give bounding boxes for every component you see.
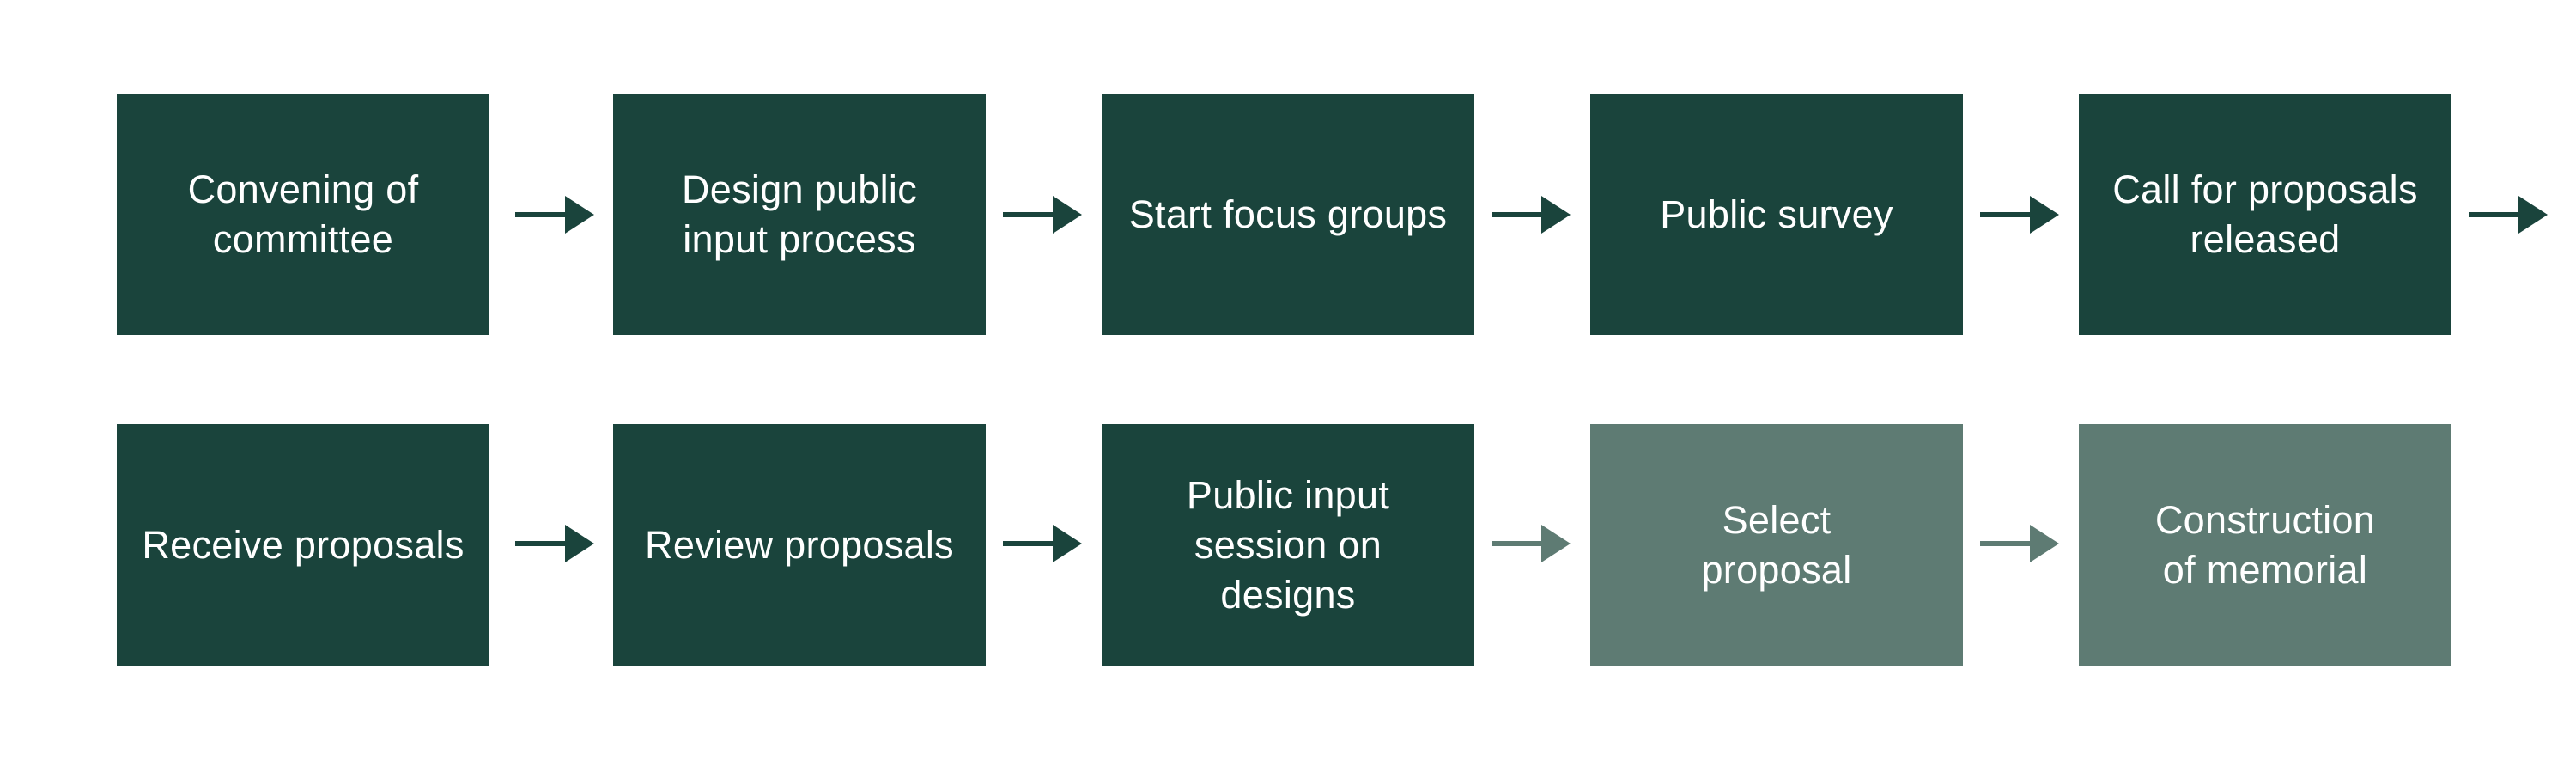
arrow-right-icon [1492, 196, 1571, 234]
arrow-shape [2469, 196, 2548, 234]
arrow-right-icon [1980, 196, 2059, 234]
step-label: Receive proposals [142, 522, 465, 567]
arrow-head [1053, 196, 1082, 234]
arrow-shaft [2469, 212, 2522, 217]
arrow-head [1053, 525, 1082, 562]
arrow-shape [1492, 525, 1571, 562]
arrow-right-icon [1980, 525, 2059, 562]
arrow-shape [1003, 525, 1082, 562]
step-label: Call for proposals released [2112, 167, 2418, 261]
arrow-shaft [1980, 541, 2033, 546]
arrow-shaft [1980, 212, 2033, 217]
step-design-public-input-process: Design public input process [613, 94, 986, 335]
arrow-shape [1003, 196, 1082, 234]
arrow-shaft [1492, 541, 1545, 546]
arrow-head [2518, 196, 2548, 234]
arrow-shape [515, 196, 594, 234]
arrow-right-icon [515, 525, 594, 562]
step-start-focus-groups: Start focus groups [1102, 94, 1474, 335]
arrow-head [2030, 525, 2059, 562]
arrow-right-icon [1492, 525, 1571, 562]
arrow-shaft [515, 212, 568, 217]
arrow-shaft [1492, 212, 1545, 217]
arrow-shaft [515, 541, 568, 546]
arrow-right-icon [515, 196, 594, 234]
step-call-for-proposals-released: Call for proposals released [2079, 94, 2451, 335]
step-label: Design public input process [681, 167, 918, 261]
arrow-shape [1980, 525, 2059, 562]
step-review-proposals: Review proposals [613, 424, 986, 666]
step-convening-of-committee: Convening of committee [117, 94, 489, 335]
arrow-shaft [1003, 541, 1056, 546]
step-label: Start focus groups [1128, 192, 1448, 236]
arrow-head [1541, 525, 1571, 562]
step-construction-of-memorial: Construction of memorial [2079, 424, 2451, 666]
arrow-shaft [1003, 212, 1056, 217]
step-label: Select proposal [1701, 497, 1852, 592]
arrow-head [1541, 196, 1571, 234]
arrow-head [565, 525, 594, 562]
arrow-right-icon [2469, 196, 2548, 234]
arrow-right-icon [1003, 196, 1082, 234]
arrow-right-icon [1003, 525, 1082, 562]
step-label: Public input session on designs [1186, 472, 1390, 617]
step-public-input-session-on-designs: Public input session on designs [1102, 424, 1474, 666]
step-label: Construction of memorial [2154, 497, 2376, 592]
arrow-head [565, 196, 594, 234]
step-select-proposal: Select proposal [1590, 424, 1963, 666]
step-receive-proposals: Receive proposals [117, 424, 489, 666]
step-label: Convening of committee [187, 167, 419, 261]
arrow-shape [1492, 196, 1571, 234]
step-public-survey: Public survey [1590, 94, 1963, 335]
arrow-shape [1980, 196, 2059, 234]
arrow-head [2030, 196, 2059, 234]
step-label: Review proposals [645, 522, 954, 567]
step-label: Public survey [1660, 192, 1893, 236]
arrow-shape [515, 525, 594, 562]
